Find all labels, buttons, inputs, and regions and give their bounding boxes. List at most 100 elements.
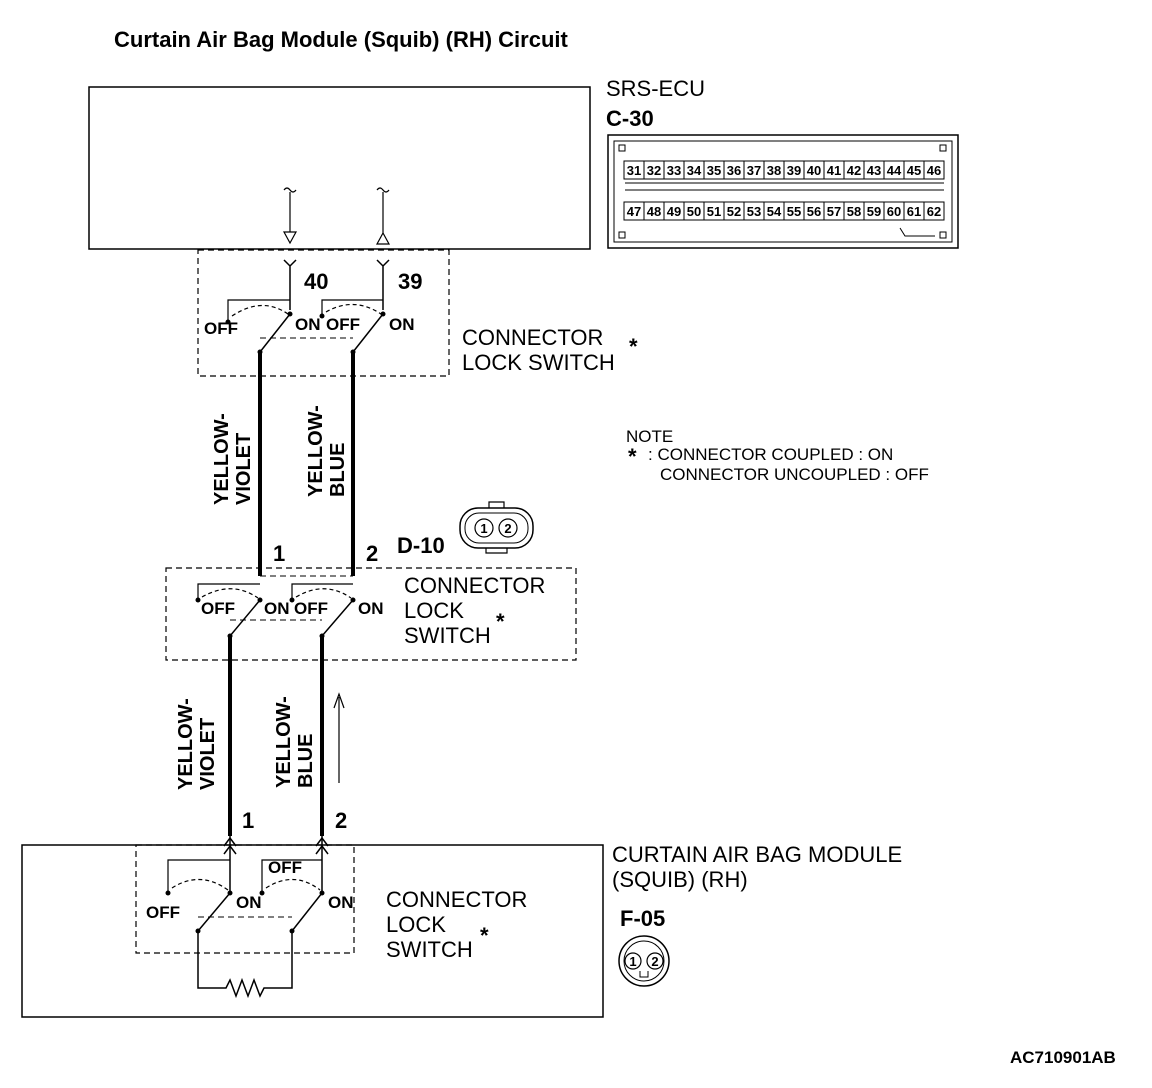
module-lock-switch-label-1: CONNECTOR (386, 887, 527, 912)
ecu-pin-39: 39 (398, 269, 422, 294)
figure-code: AC710901AB (1010, 1048, 1116, 1067)
wire-label-lower-right-1: YELLOW- (273, 696, 295, 788)
c30-pin-number: 34 (687, 163, 702, 178)
ecu-lock-switch-label-1: CONNECTOR (462, 325, 603, 350)
c30-pin-number: 49 (667, 204, 681, 219)
ecu-lock-switch-box (197, 249, 450, 377)
c30-pin-number: 40 (807, 163, 821, 178)
current-flow-arrow-icon (333, 692, 345, 783)
c30-pin-number: 52 (727, 204, 741, 219)
d10-switch-left-on: ON (264, 599, 290, 618)
d10-lock-switch-label-2: LOCK (404, 598, 464, 623)
c30-pin-number: 36 (727, 163, 741, 178)
c30-pin-number: 53 (747, 204, 761, 219)
c30-pin-number: 41 (827, 163, 841, 178)
c30-pin-number: 43 (867, 163, 881, 178)
d10-switch-left-off: OFF (201, 599, 235, 618)
input-arrow-icon (375, 231, 391, 245)
c30-pin-number: 37 (747, 163, 761, 178)
note-uncoupled: CONNECTOR UNCOUPLED : OFF (660, 465, 929, 484)
c30-pin-number: 31 (627, 163, 641, 178)
wire-label-lower-left-1: YELLOW- (175, 698, 197, 790)
f05-cavity-2: 2 (651, 954, 658, 969)
module-lock-switch-asterisk: * (480, 923, 489, 948)
air-bag-module-block (21, 844, 604, 1018)
c30-pin-number: 35 (707, 163, 721, 178)
d10-connector-face: 1 2 (459, 501, 534, 554)
module-name-line-1: CURTAIN AIR BAG MODULE (612, 842, 902, 867)
d10-cavity-1: 1 (480, 521, 487, 536)
ecu-lock-switch-asterisk: * (629, 334, 638, 359)
c30-pin-number: 46 (927, 163, 941, 178)
f05-pin-1: 1 (242, 808, 254, 833)
ecu-lock-switch-label-2: LOCK SWITCH (462, 350, 615, 375)
c30-pin-number: 60 (887, 204, 901, 219)
module-switch-right-on: ON (328, 893, 354, 912)
diagram-title: Curtain Air Bag Module (Squib) (RH) Circ… (114, 27, 568, 52)
module-name-line-2: (SQUIB) (RH) (612, 867, 748, 892)
d10-lock-switch-asterisk: * (496, 609, 505, 634)
d10-switch-right-on: ON (358, 599, 384, 618)
wire-label-lower-right-2: BLUE (295, 734, 317, 788)
c30-pin-cell (923, 160, 945, 180)
note-asterisk: * (628, 444, 637, 469)
wire-label-upper-right-1: YELLOW- (305, 405, 327, 497)
d10-cavity-2: 2 (504, 521, 511, 536)
f05-connector-code: F-05 (620, 906, 665, 931)
f05-pin-2: 2 (335, 808, 347, 833)
c30-pin-number: 42 (847, 163, 861, 178)
c30-pin-number: 33 (667, 163, 681, 178)
f05-connector-face: 1 2 (618, 935, 670, 987)
c30-pin-number: 59 (867, 204, 881, 219)
d10-lock-switch-label-3: SWITCH (404, 623, 491, 648)
c30-pin-number: 44 (887, 163, 902, 178)
output-arrow-icon (282, 231, 298, 245)
ecu-connector-code: C-30 (606, 106, 654, 131)
c30-pin-number: 48 (647, 204, 661, 219)
d10-lock-switch-box (165, 567, 577, 661)
d10-lock-switch-label-1: CONNECTOR (404, 573, 545, 598)
d10-pin-1: 1 (273, 541, 285, 566)
c30-pin-number: 50 (687, 204, 701, 219)
wire-label-upper-left-1: YELLOW- (211, 413, 233, 505)
ecu-pin-40: 40 (304, 269, 328, 294)
c30-pin-number: 47 (627, 204, 641, 219)
c30-pin-number: 51 (707, 204, 721, 219)
ecu-switch-left-off: OFF (204, 319, 238, 338)
module-lock-switch-label-3: SWITCH (386, 937, 473, 962)
note-coupled: : CONNECTOR COUPLED : ON (648, 445, 893, 464)
ecu-switch-right-on: ON (389, 315, 415, 334)
c30-pin-number: 62 (927, 204, 941, 219)
c30-pin-number: 56 (807, 204, 821, 219)
c30-pin-number: 61 (907, 204, 921, 219)
module-lock-switch-box (135, 844, 355, 954)
d10-connector-code: D-10 (397, 533, 445, 558)
srs-ecu-block (88, 86, 591, 250)
d10-switch-right-off: OFF (294, 599, 328, 618)
ecu-switch-left-on: ON (295, 315, 321, 334)
d10-pin-2: 2 (366, 541, 378, 566)
module-switch-left-off: OFF (146, 903, 180, 922)
c30-pin-number: 58 (847, 204, 861, 219)
squib-resistor-icon (197, 931, 293, 999)
note-heading: NOTE (626, 427, 673, 446)
wire-label-upper-left-2: VIOLET (233, 433, 255, 505)
module-lock-switch-label-2: LOCK (386, 912, 446, 937)
c30-connector-face: 31 32 33 34 35 36 37 38 39 40 41 42 43 44 45 46 47 48 49 5… (607, 134, 959, 249)
c30-pin-number: 45 (907, 163, 921, 178)
c30-pin-number: 32 (647, 163, 661, 178)
c30-pin-number: 55 (787, 204, 801, 219)
ecu-switch-right-off: OFF (326, 315, 360, 334)
c30-pin-number: 38 (767, 163, 781, 178)
c30-pin-number: 39 (787, 163, 801, 178)
f05-cavity-1: 1 (629, 954, 636, 969)
wire-label-lower-left-2: VIOLET (197, 718, 219, 790)
c30-pin-number: 54 (767, 204, 782, 219)
ecu-name: SRS-ECU (606, 76, 705, 101)
wire-label-upper-right-2: BLUE (327, 443, 349, 497)
c30-pin-cell (923, 201, 945, 221)
module-switch-left-on: ON (236, 893, 262, 912)
c30-pin-number: 57 (827, 204, 841, 219)
module-switch-right-off: OFF (268, 858, 302, 877)
